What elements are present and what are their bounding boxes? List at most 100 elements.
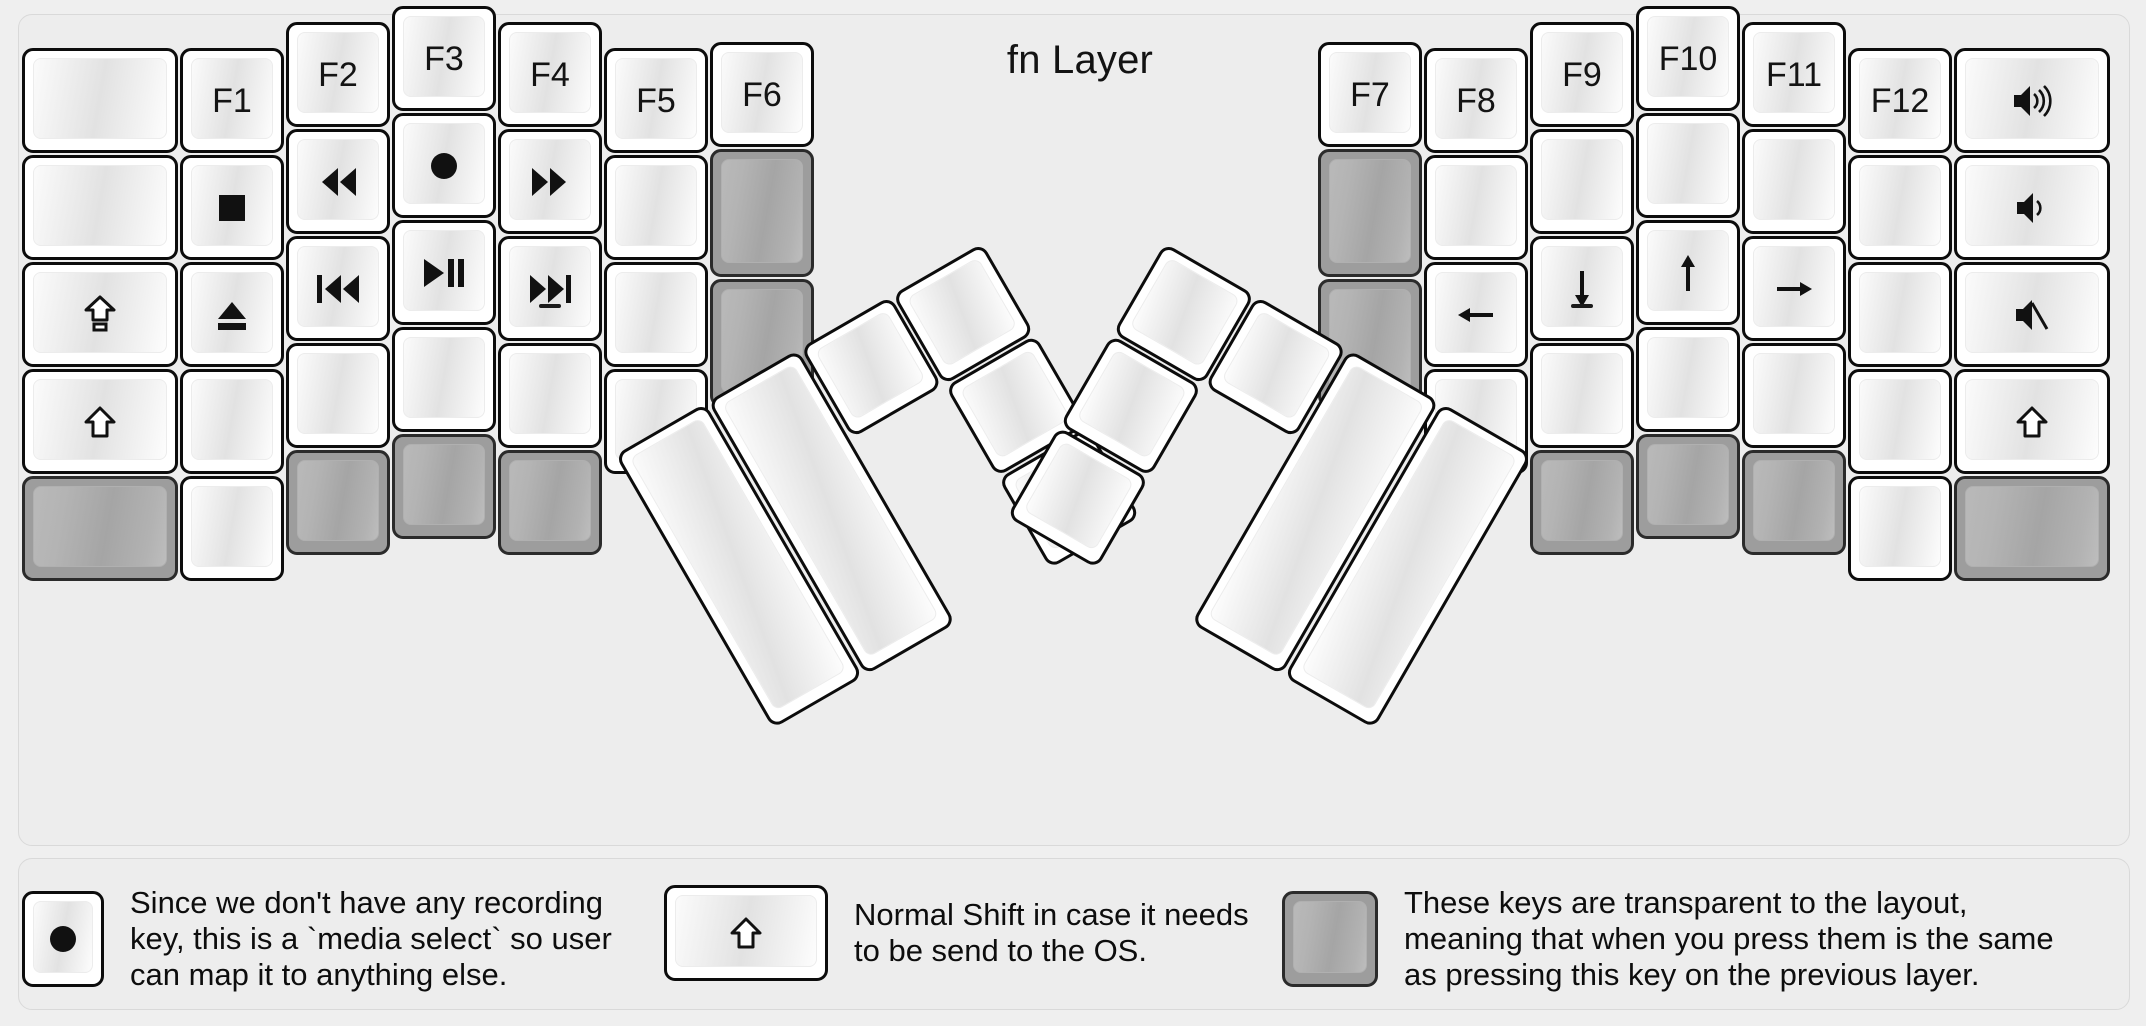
key-cap-surface: [1965, 379, 2099, 460]
key-left-col-index-r4[interactable]: [498, 343, 602, 448]
key-right-col-pinky-outer-r2[interactable]: [1954, 155, 2110, 260]
key-right-col-index-r4[interactable]: [1530, 343, 1634, 448]
key-right-col-pinky-outer-r3[interactable]: [1954, 262, 2110, 367]
key-right-col-pinky-outer-r5[interactable]: [1954, 476, 2110, 581]
key-cap-surface: [33, 272, 167, 353]
key-right-col-pinky-outer-r1[interactable]: [1954, 48, 2110, 153]
key-right-col-pinky-r5[interactable]: [1848, 476, 1952, 581]
key-right-col-inner-r2[interactable]: [1424, 155, 1528, 260]
key-left-col-pinky-r4[interactable]: [180, 369, 284, 474]
key-right-col-index-r1[interactable]: F9: [1530, 22, 1634, 127]
key-cap-surface: [509, 460, 591, 541]
key-right-col-middle-r4[interactable]: [1636, 327, 1740, 432]
key-cap-surface: [509, 32, 591, 113]
key-cap-surface: [403, 230, 485, 311]
key-cap-surface: [403, 337, 485, 418]
key-left-col-pinky-outer-r3[interactable]: [22, 262, 178, 367]
shift-icon: [729, 916, 763, 950]
key-left-col-ring-r1[interactable]: F2: [286, 22, 390, 127]
key-cap-surface: [1859, 165, 1941, 246]
key-left-col-pinky-outer-r4[interactable]: [22, 369, 178, 474]
key-right-col-index-r5[interactable]: [1530, 450, 1634, 555]
key-right-col-middle-r1[interactable]: F10: [1636, 6, 1740, 111]
key-right-col-pinky-r2[interactable]: [1848, 155, 1952, 260]
key-cap-surface: [191, 58, 273, 139]
key-left-col-pinky-outer-r1[interactable]: [22, 48, 178, 153]
key-cap-surface: [721, 159, 803, 263]
key-cap-surface: [1753, 460, 1835, 541]
key-cap-surface: [1753, 139, 1835, 220]
key-left-col-middle-r2[interactable]: [392, 113, 496, 218]
key-left-col-ring-r4[interactable]: [286, 343, 390, 448]
key-cap-surface: [1647, 16, 1729, 97]
key-left-col-innermost-r2[interactable]: [710, 149, 814, 277]
key-right-col-pinky-r4[interactable]: [1848, 369, 1952, 474]
key-right-col-ring-r3[interactable]: [1742, 236, 1846, 341]
key-right-col-index-r3[interactable]: [1530, 236, 1634, 341]
key-right-col-ring-r4[interactable]: [1742, 343, 1846, 448]
key-right-col-index-r2[interactable]: [1530, 129, 1634, 234]
key-left-col-middle-r3[interactable]: [392, 220, 496, 325]
key-right-col-middle-r2[interactable]: [1636, 113, 1740, 218]
key-left-col-index-r1[interactable]: F4: [498, 22, 602, 127]
key-cap-surface: [403, 123, 485, 204]
key-left-col-ring-r3[interactable]: [286, 236, 390, 341]
key-right-col-ring-r1[interactable]: F11: [1742, 22, 1846, 127]
key-cap-surface: [33, 58, 167, 139]
key-cap-surface: [403, 16, 485, 97]
key-left-col-inner-r2[interactable]: [604, 155, 708, 260]
key-left-col-index-r2[interactable]: [498, 129, 602, 234]
key-right-col-inner-r1[interactable]: F8: [1424, 48, 1528, 153]
key-left-col-ring-r2[interactable]: [286, 129, 390, 234]
key-right-col-middle-r3[interactable]: [1636, 220, 1740, 325]
legend-key-sample-1: [22, 890, 104, 987]
key-left-col-pinky-outer-r5[interactable]: [22, 476, 178, 581]
key-right-col-ring-r5[interactable]: [1742, 450, 1846, 555]
key-cap-surface: [1647, 337, 1729, 418]
key-cap-surface: [1647, 123, 1729, 204]
key-right-col-pinky-outer-r4[interactable]: [1954, 369, 2110, 474]
key-left-col-inner-r1[interactable]: F5: [604, 48, 708, 153]
page-title: fn Layer: [1006, 38, 1154, 82]
key-cap-surface: [1965, 58, 2099, 139]
key-left-col-middle-r1[interactable]: F3: [392, 6, 496, 111]
key-left-col-ring-r5[interactable]: [286, 450, 390, 555]
key-cap-surface: [509, 246, 591, 327]
key-right-col-inner-r3[interactable]: [1424, 262, 1528, 367]
key-cap-surface: [297, 139, 379, 220]
key-cap-surface: [721, 52, 803, 133]
key-cap-surface: [1293, 900, 1367, 973]
key-left-col-pinky-r1[interactable]: F1: [180, 48, 284, 153]
key-cap-surface: [1329, 159, 1411, 263]
legend-item-1: Since we don't have any recording key, t…: [22, 885, 612, 993]
key-left-col-inner-r3[interactable]: [604, 262, 708, 367]
key-cap-surface: [1859, 379, 1941, 460]
key-left-col-middle-r4[interactable]: [392, 327, 496, 432]
key-left-col-index-r3[interactable]: [498, 236, 602, 341]
record-icon: [47, 923, 79, 955]
key-left-col-innermost-r1[interactable]: F6: [710, 42, 814, 147]
key-cap-surface: [1541, 353, 1623, 434]
key-right-col-middle-r5[interactable]: [1636, 434, 1740, 539]
key-left-col-index-r5[interactable]: [498, 450, 602, 555]
key-right-col-pinky-r1[interactable]: F12: [1848, 48, 1952, 153]
key-cap-surface: [33, 379, 167, 460]
key-right-col-innermost-r2[interactable]: [1318, 149, 1422, 277]
key-left-col-middle-r5[interactable]: [392, 434, 496, 539]
key-left-col-pinky-r3[interactable]: [180, 262, 284, 367]
legend-item-3: These keys are transparent to the layout…: [1282, 885, 2054, 993]
key-left-col-pinky-r5[interactable]: [180, 476, 284, 581]
key-right-col-ring-r2[interactable]: [1742, 129, 1846, 234]
key-cap-surface: [615, 165, 697, 246]
key-right-col-pinky-r3[interactable]: [1848, 262, 1952, 367]
key-cap-surface: [1647, 444, 1729, 525]
key-right-col-innermost-r1[interactable]: F7: [1318, 42, 1422, 147]
key-cap-surface: [191, 379, 273, 460]
key-cap-surface: [1435, 58, 1517, 139]
key-cap-surface: [191, 272, 273, 353]
key-left-col-pinky-outer-r2[interactable]: [22, 155, 178, 260]
homing-bar: [539, 304, 561, 308]
key-left-col-pinky-r2[interactable]: [180, 155, 284, 260]
key-cap-surface: [403, 444, 485, 525]
